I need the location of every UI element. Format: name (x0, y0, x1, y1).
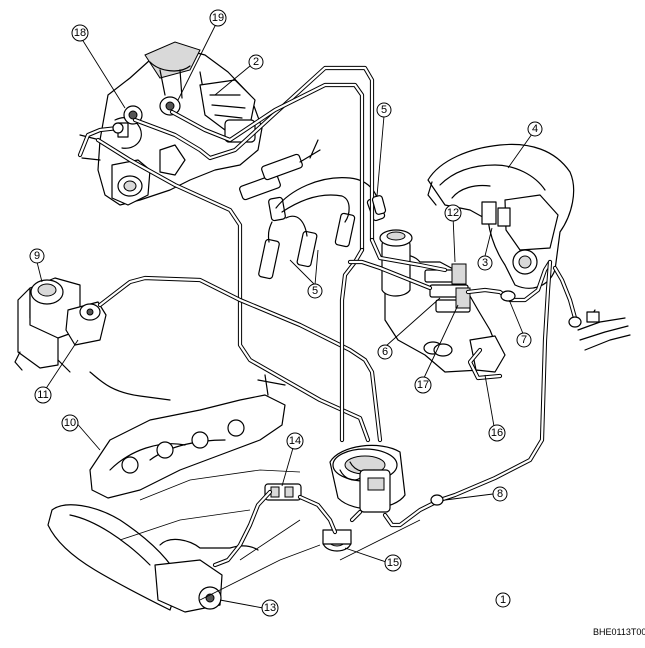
callout-5-upper: 5 (376, 102, 392, 118)
callout-14-label: 14 (289, 435, 301, 447)
callout-2: 2 (248, 54, 264, 70)
callout-7: 7 (516, 332, 532, 348)
callout-12: 12 (444, 204, 462, 222)
callout-9: 9 (29, 248, 45, 264)
solenoid-valve-block (379, 229, 506, 373)
throttle-body-assembly (264, 444, 406, 552)
callout-8-label: 8 (497, 488, 503, 500)
callout-5-lower-label: 5 (312, 285, 318, 297)
callout-18-label: 18 (74, 27, 86, 39)
callout-15: 15 (384, 554, 402, 572)
lower-intake-pipe (47, 469, 421, 613)
callout-2-label: 2 (253, 56, 259, 68)
leader-lines (36, 21, 533, 609)
callout-13: 13 (261, 599, 279, 617)
exhaust-manifold (89, 371, 286, 499)
figure-code: BHE0113T003 (593, 627, 645, 637)
callout-markers: 1 2 3 4 5 5 6 7 (29, 9, 543, 617)
callout-10: 10 (61, 414, 79, 432)
callout-18: 18 (71, 24, 89, 42)
callout-6-label: 6 (382, 346, 388, 358)
intake-manifold (427, 143, 575, 289)
callout-11-label: 11 (37, 389, 48, 401)
callout-13-label: 13 (264, 602, 276, 614)
callout-10-label: 10 (64, 417, 76, 429)
air-pump-assembly (14, 277, 107, 373)
hose-fittings (112, 122, 582, 506)
callout-17: 17 (414, 376, 432, 394)
callout-1-label: 1 (500, 594, 506, 606)
callout-6: 6 (377, 344, 393, 360)
right-side-pipe-stubs (577, 309, 631, 351)
callout-19: 19 (209, 9, 227, 27)
callout-14: 14 (286, 432, 304, 450)
callout-3-label: 3 (482, 257, 488, 269)
callout-1: 1 (495, 592, 511, 608)
callout-8: 8 (492, 486, 508, 502)
callout-16: 16 (488, 424, 506, 442)
callout-5-upper-label: 5 (381, 104, 387, 116)
callout-16-label: 16 (491, 427, 503, 439)
callout-17-label: 17 (417, 379, 429, 391)
vacuum-hoses (77, 65, 578, 568)
callout-11: 11 (34, 386, 52, 404)
callout-19-label: 19 (212, 12, 224, 24)
callout-4: 4 (527, 121, 543, 137)
callout-5-lower: 5 (307, 283, 323, 299)
callout-12-label: 12 (447, 207, 459, 219)
callout-15-label: 15 (387, 557, 399, 569)
callout-4-label: 4 (532, 123, 538, 135)
callout-3: 3 (477, 255, 493, 271)
callout-7-label: 7 (521, 334, 527, 346)
callout-9-label: 9 (34, 250, 40, 262)
